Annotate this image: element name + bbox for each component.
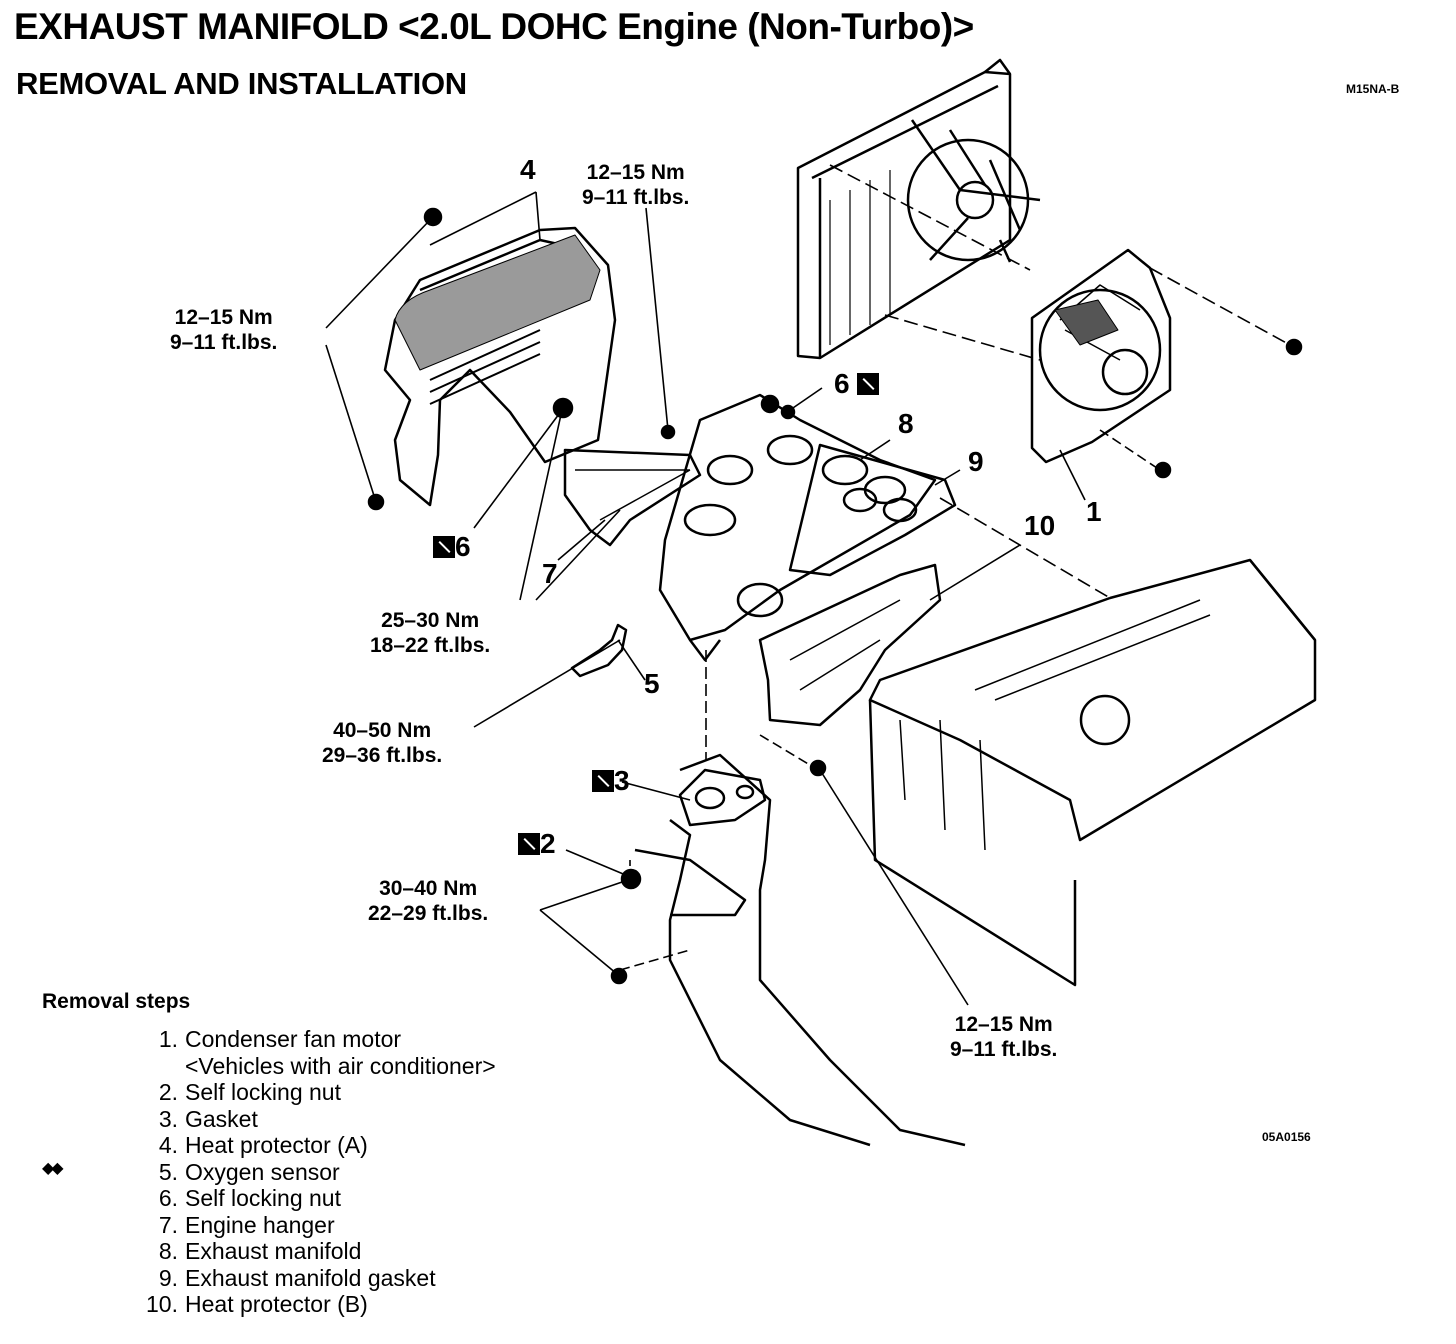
callout-4: 4 <box>520 154 536 185</box>
removal-step: 6.Self locking nut <box>158 1185 341 1211</box>
removal-step: 8.Exhaust manifold <box>158 1238 362 1264</box>
removal-step: 2.Self locking nut <box>158 1079 341 1105</box>
callout-10: 10 <box>1024 510 1056 541</box>
torque-spec-mid-left: 25–30 Nm 18–22 ft.lbs. <box>370 609 491 657</box>
removal-step: 4.Heat protector (A) <box>158 1132 368 1158</box>
callout-9: 9 <box>968 446 984 477</box>
replace-part-icon <box>433 536 455 558</box>
callout-6-left: 6 <box>433 531 471 563</box>
removal-steps-list: 1.Condenser fan motor <Vehicles with air… <box>130 1026 496 1318</box>
removal-step: 7.Engine hanger <box>158 1211 335 1238</box>
replace-part-icon <box>592 770 614 792</box>
removal-step: 10.Heat protector (B) <box>146 1291 368 1317</box>
oxygen-sensor-drawing <box>570 623 628 678</box>
engine-hanger-drawing <box>563 448 702 547</box>
removal-step: 5.Oxygen sensor <box>158 1158 340 1185</box>
torque-spec-top-left: 12–15 Nm 9–11 ft.lbs. <box>170 306 278 354</box>
callout-1: 1 <box>1086 496 1102 527</box>
torque-spec-lower-left: 30–40 Nm 22–29 ft.lbs. <box>368 877 489 925</box>
gasket-drawing <box>678 768 767 827</box>
torque-spec-lower-right: 12–15 Nm 9–11 ft.lbs. <box>950 1013 1058 1061</box>
exhaust-manifold-gasket-drawing <box>788 443 957 577</box>
front-pipe-drawing <box>634 753 966 1147</box>
condenser-fan-motor-drawing <box>1030 248 1172 464</box>
installation-note-marker-icon: ◆◆ <box>42 1160 64 1177</box>
removal-step: 1.Condenser fan motor <box>158 1026 402 1052</box>
section-code: M15NA-B <box>1346 82 1400 96</box>
heat-protector-b-drawing <box>758 563 942 727</box>
callout-7: 7 <box>542 558 558 589</box>
heat-protector-a-drawing <box>383 226 617 507</box>
radiator-drawing <box>796 58 1041 360</box>
callout-6-right: 6 <box>834 368 880 400</box>
page-title: EXHAUST MANIFOLD <2.0L DOHC Engine (Non-… <box>14 6 974 47</box>
removal-step: 3.Gasket <box>158 1105 258 1132</box>
replace-part-icon <box>518 833 540 855</box>
removal-step: 9.Exhaust manifold gasket <box>158 1264 436 1291</box>
callout-3: 3 <box>592 765 630 797</box>
removal-step-note: <Vehicles with air conditioner> <box>185 1052 496 1079</box>
exhaust-manifold-drawing <box>658 393 937 662</box>
removal-steps-title: Removal steps <box>42 990 191 1013</box>
replace-part-icon <box>857 373 880 395</box>
page-subtitle: REMOVAL AND INSTALLATION <box>16 66 467 101</box>
callout-5: 5 <box>644 668 660 699</box>
figure-code: 05A0156 <box>1262 1130 1311 1144</box>
callout-2: 2 <box>518 828 556 860</box>
callout-8: 8 <box>898 408 914 439</box>
leader-lines <box>325 164 1291 1006</box>
engine-block-drawing <box>868 558 1317 987</box>
torque-spec-top-center: 12–15 Nm 9–11 ft.lbs. <box>582 161 690 209</box>
torque-spec-oxygen-sensor: 40–50 Nm 29–36 ft.lbs. <box>322 719 443 767</box>
